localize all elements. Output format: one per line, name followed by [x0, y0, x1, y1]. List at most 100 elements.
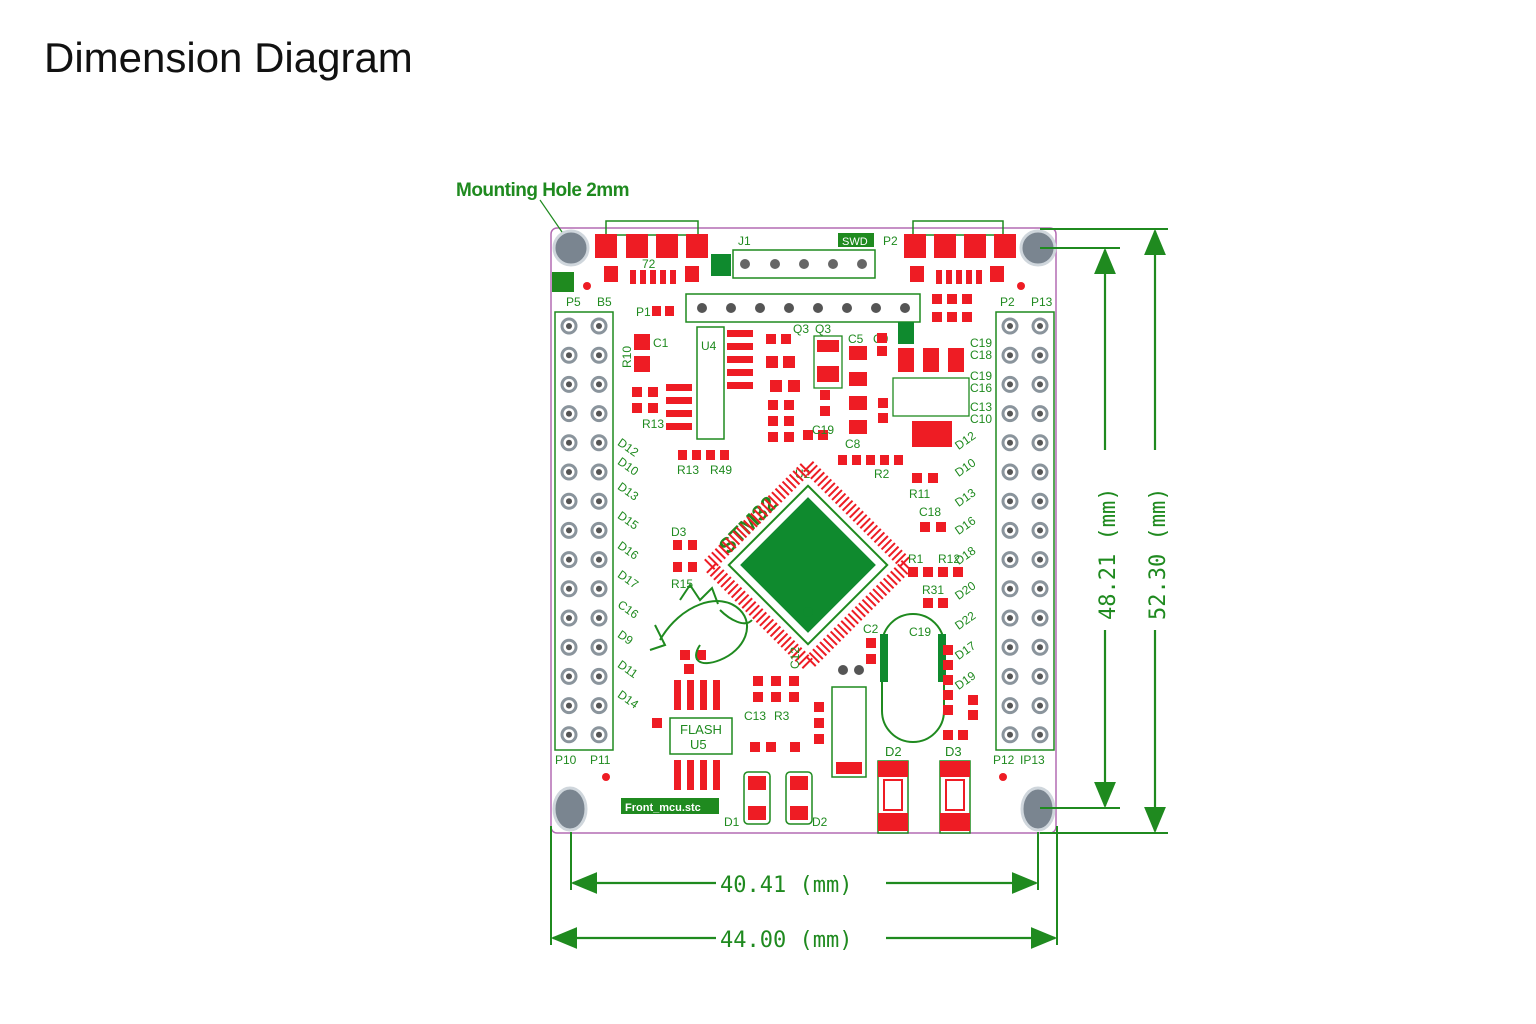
mounting-hole-bottom-left — [552, 786, 588, 832]
header-pin-hole — [596, 556, 602, 563]
header-pin-hole — [1007, 644, 1013, 651]
right-side-labels: C19 C18 C19 C16 C13 C10 — [970, 336, 992, 426]
label-p2-right: P2 — [1000, 295, 1015, 309]
header-pin-hole — [1007, 615, 1013, 621]
dim-label-bg — [1093, 450, 1119, 630]
pad — [814, 702, 824, 712]
header-pin-hole — [596, 352, 602, 359]
label-r2: R2 — [874, 467, 890, 481]
header-pin-hole — [1037, 585, 1043, 592]
label-r13: R13 — [677, 463, 699, 477]
label-d3-big: D3 — [945, 744, 962, 759]
header-pin-hole — [1037, 498, 1043, 505]
label-p2-top: P2 — [883, 234, 898, 248]
svg-text:C18: C18 — [970, 348, 992, 362]
header-pin-hole — [1007, 498, 1013, 505]
header-pin-hole — [566, 673, 572, 680]
right-lower-pads — [943, 645, 978, 740]
dim-inner-width: 40.41 (mm) — [720, 873, 852, 898]
pad — [912, 473, 922, 483]
pad — [928, 473, 938, 483]
d2-outline — [785, 771, 813, 825]
mounting-hole-top-left — [552, 229, 590, 267]
pad — [652, 306, 661, 316]
header-pin-hole — [1007, 439, 1013, 446]
label-r1: R1 — [908, 552, 924, 566]
swd-header — [732, 249, 876, 279]
header-pin-hole — [1037, 527, 1043, 534]
q-area-pads — [766, 334, 839, 442]
right-top-small-pads — [932, 294, 972, 322]
label-b5: B5 — [597, 295, 612, 309]
header-pin-hole — [1007, 702, 1013, 709]
label-c2: C2 — [863, 622, 879, 636]
header-pin-hole — [1037, 410, 1043, 417]
pad — [648, 403, 658, 413]
p1-pins — [697, 303, 910, 313]
header-pin-hole — [1007, 352, 1013, 359]
mcu-chip — [699, 456, 917, 674]
header-pin-hole — [596, 585, 602, 592]
dim-outer-width: 44.00 (mm) — [720, 928, 852, 953]
label-c8: C8 — [845, 437, 861, 451]
header-pin-hole — [596, 498, 602, 505]
svg-text:C19: C19 — [970, 369, 992, 383]
label-filename: Front_mcu.stc — [625, 802, 701, 814]
pad — [814, 734, 824, 744]
label-c5: C5 — [848, 332, 864, 346]
q3-outline — [813, 335, 843, 389]
label-d3-left: D3 — [671, 525, 687, 539]
right-header — [995, 311, 1055, 751]
label-r3: R3 — [774, 709, 790, 723]
pad — [814, 718, 824, 728]
header-pin-hole — [566, 498, 572, 505]
label-r10: R10 — [620, 346, 634, 368]
dragon-logo — [649, 583, 753, 665]
d3-big — [939, 760, 971, 834]
label-u5: U5 — [690, 737, 707, 752]
label-j1: J1 — [738, 234, 751, 248]
header-pin-hole — [1007, 469, 1013, 475]
page-title: Dimension Diagram — [44, 34, 413, 81]
header-pin-hole — [1007, 410, 1013, 417]
left-header — [554, 311, 614, 751]
c-pads — [849, 333, 888, 434]
pad — [938, 634, 946, 682]
header-pin-hole — [566, 381, 572, 388]
header-pin-hole — [596, 439, 602, 446]
header-pin-hole — [566, 439, 572, 446]
label-p10: P10 — [555, 753, 577, 767]
label-r13-top: R13 — [642, 417, 664, 431]
u4-outline — [696, 326, 725, 440]
pad — [866, 638, 876, 648]
pad — [836, 762, 862, 774]
label-ip13: IP13 — [1020, 753, 1045, 767]
header-pin-hole — [566, 615, 572, 621]
header-pin-hole — [566, 644, 572, 651]
header-pin-hole — [1007, 585, 1013, 592]
pad — [632, 403, 642, 413]
label-flash: FLASH — [680, 722, 722, 737]
label-p1: P1 — [636, 305, 651, 319]
swd-badge — [838, 233, 874, 247]
r2-pads — [838, 455, 903, 465]
label-p13-top: P13 — [1031, 295, 1053, 309]
svg-text:C19: C19 — [970, 336, 992, 350]
mounting-hole-label: Mounting Hole 2mm — [456, 180, 629, 201]
header-pin-hole — [566, 731, 572, 738]
d1-d2-pads — [748, 742, 808, 820]
svg-text:C16: C16 — [970, 381, 992, 395]
d1-outline — [743, 771, 771, 825]
c12-pads — [753, 676, 799, 702]
mcu-pin1-dot — [803, 607, 813, 617]
label-c1: C1 — [653, 336, 669, 350]
label-c19: C19 — [909, 625, 931, 639]
red-dot — [1017, 282, 1025, 290]
pad — [898, 348, 914, 372]
header-pin-hole — [566, 352, 572, 359]
usb-connector-left — [595, 220, 708, 284]
pad — [632, 387, 642, 397]
header-pin-hole — [596, 673, 602, 680]
green-pad — [898, 322, 914, 344]
header-pin-hole — [596, 644, 602, 651]
